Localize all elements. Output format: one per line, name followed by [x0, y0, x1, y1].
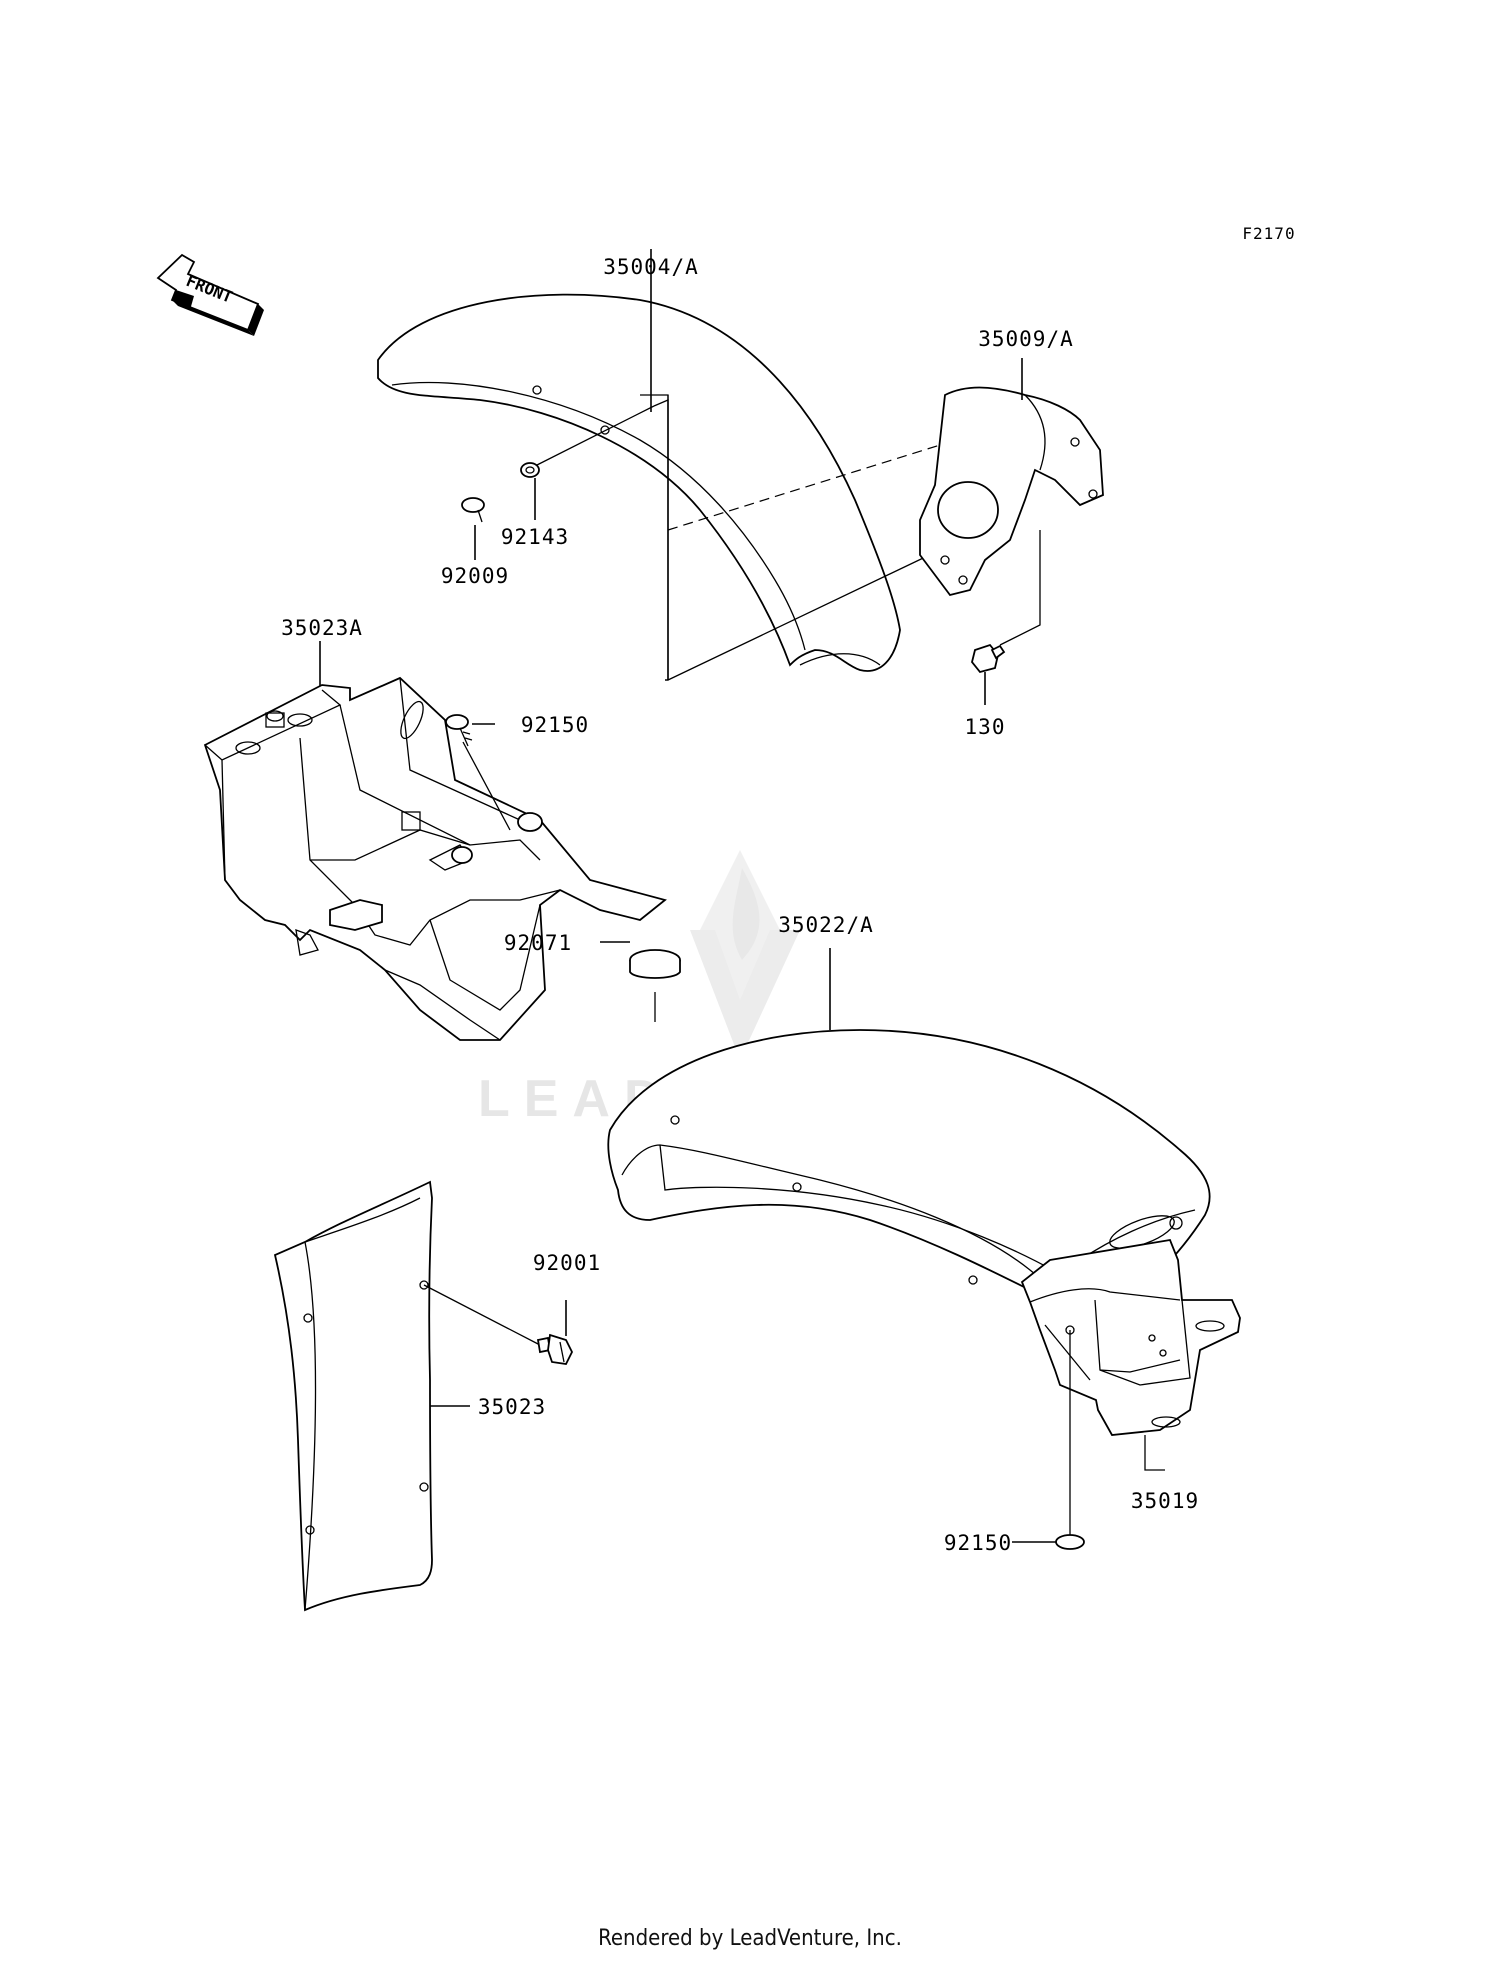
license-bracket [1020, 1238, 1241, 1436]
label-92009: 92009 [441, 564, 509, 588]
label-35023A: 35023A [281, 616, 363, 640]
label-35023: 35023 [478, 1395, 546, 1419]
label-35004A: 35004/A [603, 255, 699, 279]
nut-92143 [520, 462, 540, 478]
label-35019: 35019 [1131, 1489, 1199, 1513]
leader-92143-line [534, 405, 655, 467]
clip-92150-top [445, 714, 473, 747]
label-92071: 92071 [504, 931, 572, 955]
screw-92009 [461, 497, 485, 523]
label-92001: 92001 [533, 1251, 601, 1275]
label-92143: 92143 [501, 525, 569, 549]
label-92150-bottom: 92150 [944, 1531, 1012, 1555]
front-fender [377, 293, 901, 672]
fender-bracket [919, 386, 1104, 597]
leader-130-line [999, 530, 1041, 646]
footer-credit: Rendered by LeadVenture, Inc. [598, 1926, 902, 1951]
bolt-92001 [536, 1333, 574, 1365]
front-arrow-icon: FRONT [156, 253, 264, 336]
mud-flap [273, 1180, 433, 1612]
label-35022A: 35022/A [778, 913, 874, 937]
inner-fender-tray [203, 676, 667, 1041]
rear-fender [607, 1029, 1211, 1324]
label-92150-top: 92150 [521, 713, 589, 737]
clip-92150-bottom [1055, 1520, 1085, 1550]
label-130: 130 [965, 715, 1006, 739]
diagram-code: F2170 [1242, 224, 1295, 243]
label-35009A: 35009/A [978, 327, 1074, 351]
bolt-130 [971, 643, 1006, 674]
grommet-92071 [629, 949, 681, 979]
